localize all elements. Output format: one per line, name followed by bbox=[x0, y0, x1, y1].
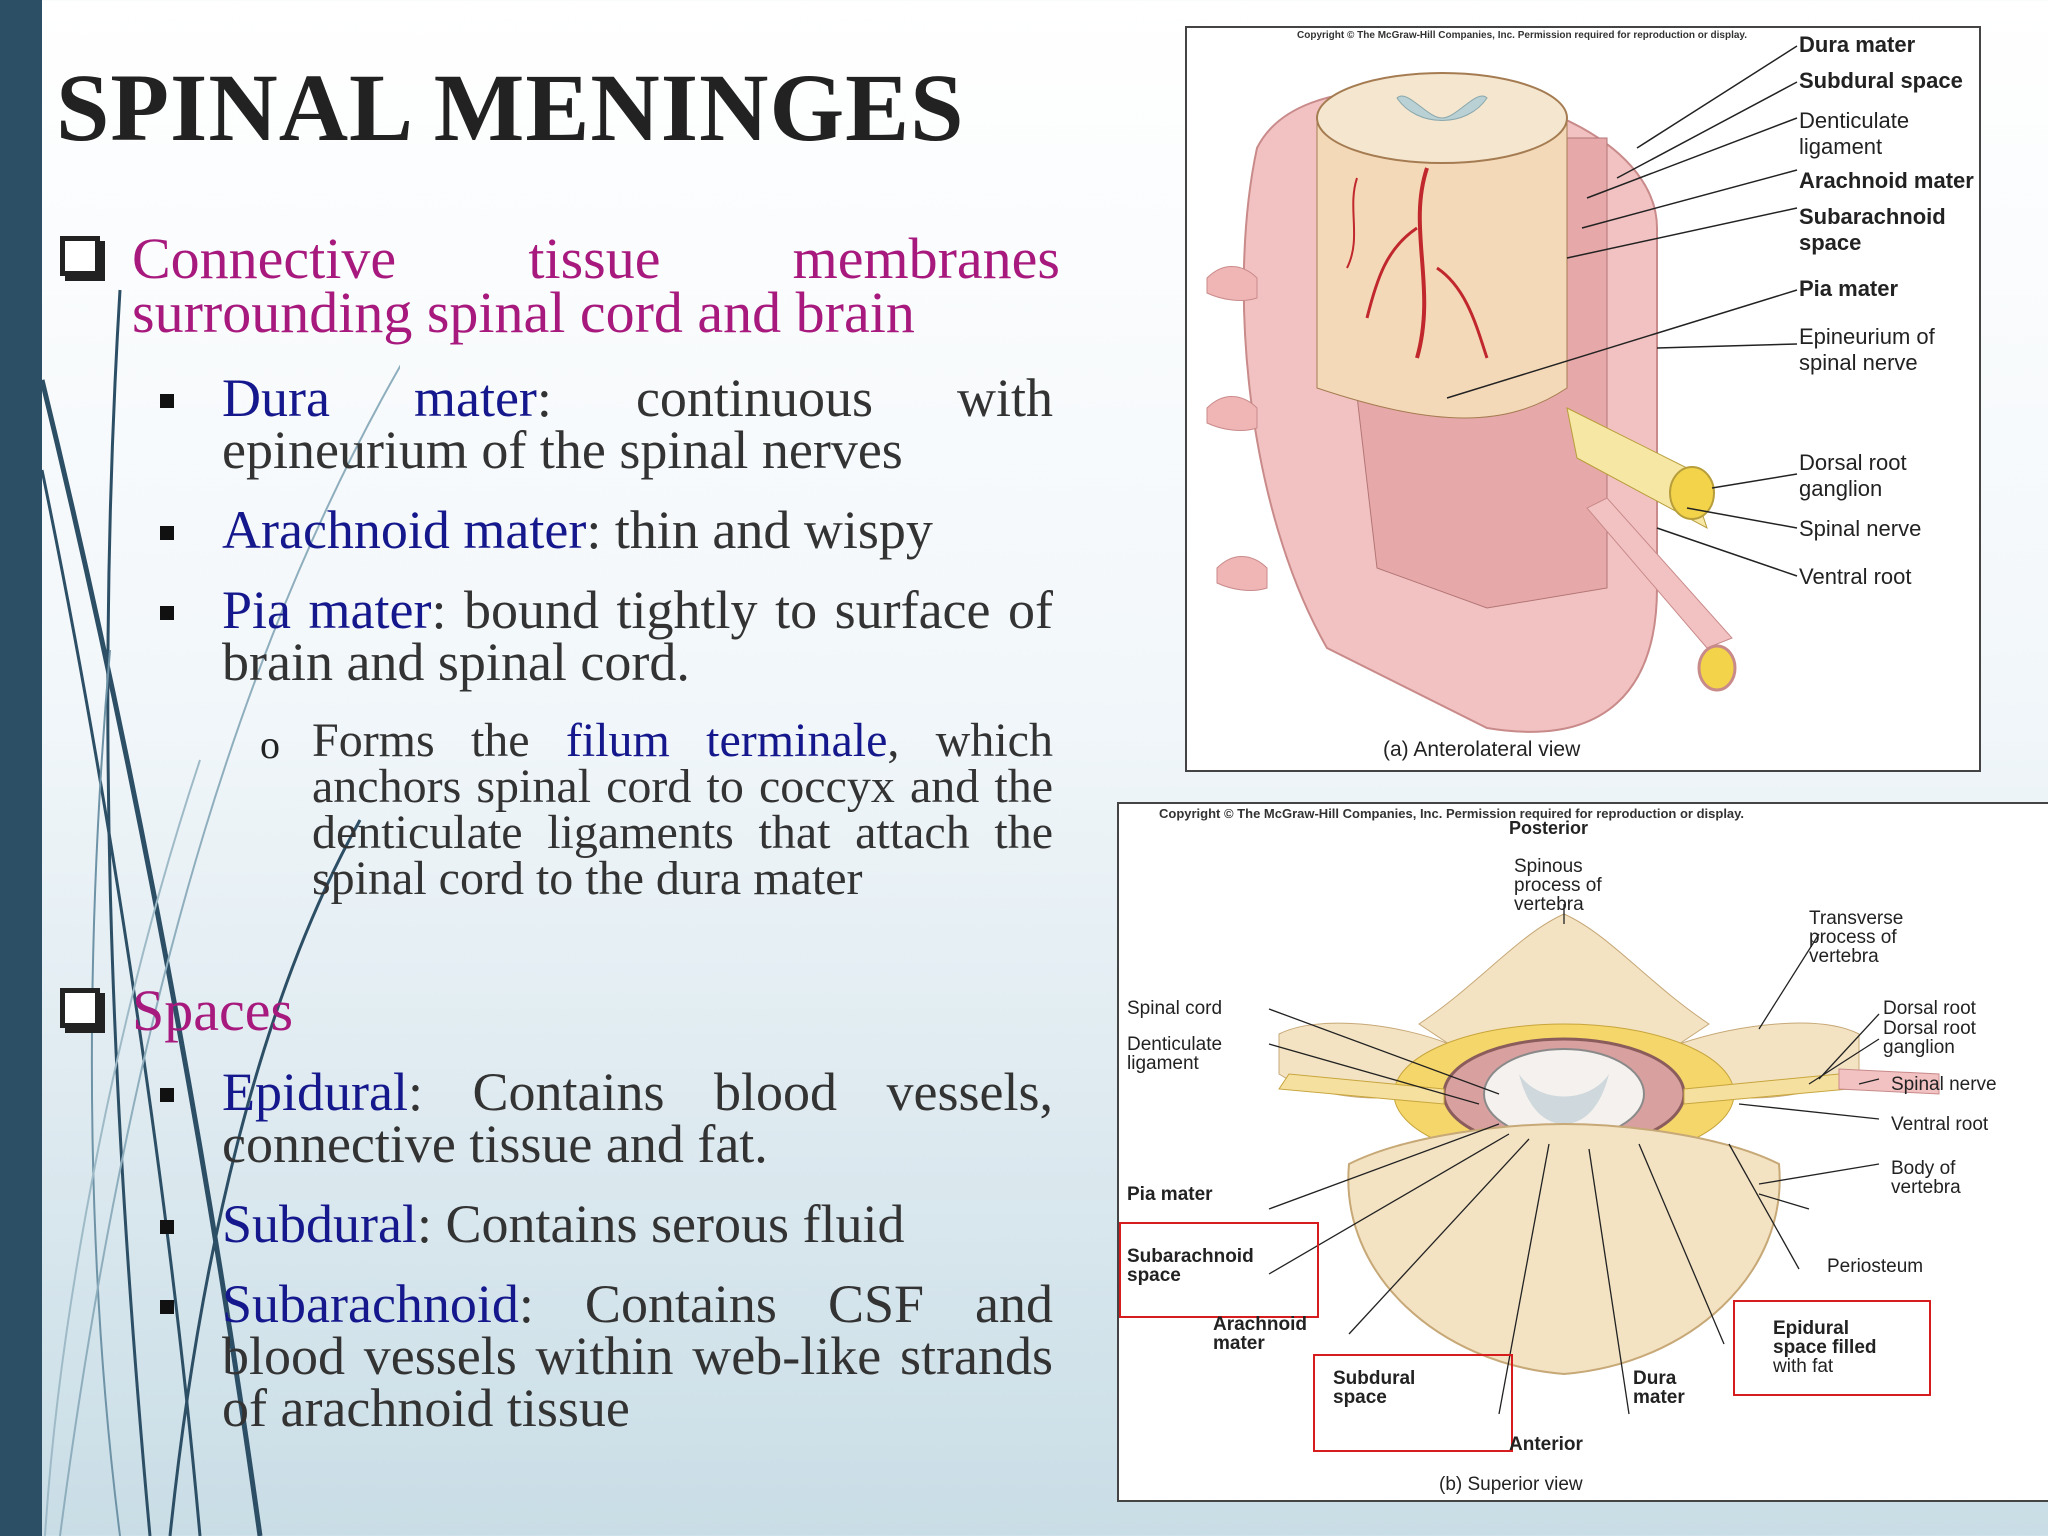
subbullet-filum-terminale: o Forms the filum terminale, which ancho… bbox=[260, 717, 1053, 903]
label-dura-mater: Dura mater bbox=[1799, 32, 1916, 57]
desc-arachnoid-mater: : thin and wispy bbox=[586, 500, 933, 560]
bullet-text: Connective tissue membranes surrounding … bbox=[132, 226, 1060, 345]
label-subdural-1: Subdural bbox=[1333, 1368, 1416, 1389]
term-subarachnoid: Subarachnoid bbox=[222, 1274, 519, 1334]
label-dura-1: Dura bbox=[1633, 1368, 1677, 1389]
bullet-pia-mater: Pia mater: bound tightly to surface of b… bbox=[160, 583, 1053, 689]
slide-title: SPINAL MENINGES bbox=[56, 54, 965, 161]
label-arachnoid-2: mater bbox=[1213, 1333, 1265, 1354]
label-anterior: Anterior bbox=[1509, 1434, 1583, 1455]
highlight-box-subdural bbox=[1313, 1354, 1513, 1452]
label-subarachnoid-1: Subarachnoid bbox=[1127, 1246, 1254, 1267]
bullet-epidural: Epidural: Contains blood vessels, connec… bbox=[160, 1065, 1053, 1171]
label-pia-mater: Pia mater bbox=[1799, 276, 1899, 301]
label-spinal-nerve: Spinal nerve bbox=[1799, 516, 1922, 541]
term-arachnoid-mater: Arachnoid mater bbox=[222, 500, 587, 560]
label-drg-2: ganglion bbox=[1883, 1037, 1955, 1058]
checkbox-bullet-icon bbox=[60, 236, 100, 276]
figure-a-copyright: Copyright © The McGraw-Hill Companies, I… bbox=[1297, 30, 1748, 41]
square-bullet-icon bbox=[160, 606, 174, 620]
figure-b-copyright: Copyright © The McGraw-Hill Companies, I… bbox=[1159, 806, 1745, 821]
label-dura-2: mater bbox=[1633, 1387, 1685, 1408]
figure-superior-view: Copyright © The McGraw-Hill Companies, I… bbox=[1117, 802, 2048, 1502]
label-subdural-space: Subdural space bbox=[1799, 68, 1963, 93]
label-denticulate-1: Denticulate bbox=[1799, 108, 1910, 133]
term-subdural: Subdural bbox=[222, 1194, 417, 1254]
term-epidural: Epidural bbox=[222, 1062, 408, 1122]
label-spinal-nerve: Spinal nerve bbox=[1891, 1074, 1997, 1095]
bullet-spaces: Spaces bbox=[60, 978, 1060, 1043]
label-subarachnoid-2: space bbox=[1799, 230, 1862, 255]
desc-epidural: : Contains blood vessels, connective tis… bbox=[222, 1062, 1053, 1174]
label-body-1: Body of bbox=[1891, 1158, 1956, 1179]
square-bullet-icon bbox=[160, 1088, 174, 1102]
square-bullet-icon bbox=[160, 1220, 174, 1234]
label-pia-mater: Pia mater bbox=[1127, 1184, 1213, 1205]
circle-bullet-icon: o bbox=[260, 722, 280, 767]
label-spinous-1: Spinous bbox=[1514, 856, 1583, 877]
spinal-cord-illustration bbox=[1206, 45, 1798, 733]
desc-dura-mater: : continuous with epineurium of the spin… bbox=[222, 368, 1053, 480]
label-spinous-2: process of bbox=[1514, 875, 1602, 896]
highlight-box-epidural bbox=[1733, 1300, 1931, 1396]
label-denticulate-2: ligament bbox=[1127, 1053, 1199, 1074]
bullet-connective-tissue: Connective tissue membranes surrounding … bbox=[60, 226, 1060, 345]
label-drg-1: Dorsal root bbox=[1883, 1018, 1976, 1039]
label-subarachnoid-2: space bbox=[1127, 1265, 1181, 1286]
label-drg-2: ganglion bbox=[1799, 476, 1883, 501]
square-bullet-icon bbox=[160, 526, 174, 540]
label-spinous-3: vertebra bbox=[1514, 894, 1584, 915]
label-subdural-2: space bbox=[1333, 1387, 1387, 1408]
bullet-arachnoid-mater: Arachnoid mater: thin and wispy bbox=[160, 503, 1053, 557]
label-subarachnoid-1: Subarachnoid bbox=[1799, 204, 1946, 229]
forms-suffix: , which anchors spinal cord to coccyx an… bbox=[312, 714, 1053, 905]
label-periosteum: Periosteum bbox=[1827, 1256, 1924, 1277]
decorative-swoosh-lines bbox=[39, 289, 400, 1536]
bullet-subdural: Subdural: Contains serous fluid bbox=[160, 1197, 1053, 1251]
label-body-2: vertebra bbox=[1891, 1177, 1961, 1198]
vertebra-cross-section-illustration bbox=[1268, 904, 1940, 1415]
left-accent-bar bbox=[0, 0, 42, 1536]
checkbox-bullet-icon bbox=[60, 988, 100, 1028]
label-arachnoid-mater: Arachnoid mater bbox=[1799, 168, 1974, 193]
label-epidural-1: Epidural bbox=[1773, 1318, 1850, 1339]
figure-anterolateral-view: Copyright © The McGraw-Hill Companies, I… bbox=[1185, 26, 1981, 772]
highlight-box-subarachnoid bbox=[1119, 1222, 1319, 1318]
term-pia-mater: Pia mater bbox=[222, 580, 432, 640]
term-filum-terminale: filum terminale bbox=[565, 714, 888, 767]
label-drg-1: Dorsal root bbox=[1799, 450, 1907, 475]
forms-prefix: Forms the bbox=[312, 714, 566, 767]
label-epidural-2: space filled bbox=[1773, 1337, 1877, 1358]
figure-a-caption: (a) Anterolateral view bbox=[1383, 738, 1581, 761]
label-epidural-3: with fat bbox=[1773, 1356, 1834, 1377]
desc-subarachnoid: : Contains CSF and blood vessels within … bbox=[222, 1274, 1053, 1438]
desc-subdural: : Contains serous fluid bbox=[417, 1194, 905, 1254]
label-denticulate-2: ligament bbox=[1799, 134, 1883, 159]
label-ventral-root: Ventral root bbox=[1891, 1114, 1989, 1135]
label-ventral-root: Ventral root bbox=[1799, 564, 1912, 589]
figure-b-caption: (b) Superior view bbox=[1439, 1474, 1583, 1495]
label-dorsal-root: Dorsal root bbox=[1883, 998, 1976, 1019]
bullet-text: Spaces bbox=[132, 978, 294, 1043]
bullet-subarachnoid: Subarachnoid: Contains CSF and blood ves… bbox=[160, 1277, 1053, 1435]
label-posterior: Posterior bbox=[1509, 818, 1589, 838]
label-epineurium-2: spinal nerve bbox=[1799, 350, 1918, 375]
label-transverse-2: process of bbox=[1809, 927, 1897, 948]
square-bullet-icon bbox=[160, 1300, 174, 1314]
desc-pia-mater: : bound tightly to surface of brain and … bbox=[222, 580, 1053, 692]
label-transverse-3: vertebra bbox=[1809, 946, 1879, 967]
label-arachnoid-1: Arachnoid bbox=[1213, 1314, 1307, 1335]
label-denticulate-1: Denticulate bbox=[1127, 1034, 1223, 1055]
label-epineurium-1: Epineurium of bbox=[1799, 324, 1935, 349]
label-transverse-1: Transverse bbox=[1809, 908, 1904, 929]
label-spinal-cord: Spinal cord bbox=[1127, 998, 1223, 1019]
bullet-dura-mater: Dura mater: continuous with epineurium o… bbox=[160, 371, 1053, 477]
square-bullet-icon bbox=[160, 394, 174, 408]
term-dura-mater: Dura mater bbox=[222, 368, 537, 428]
